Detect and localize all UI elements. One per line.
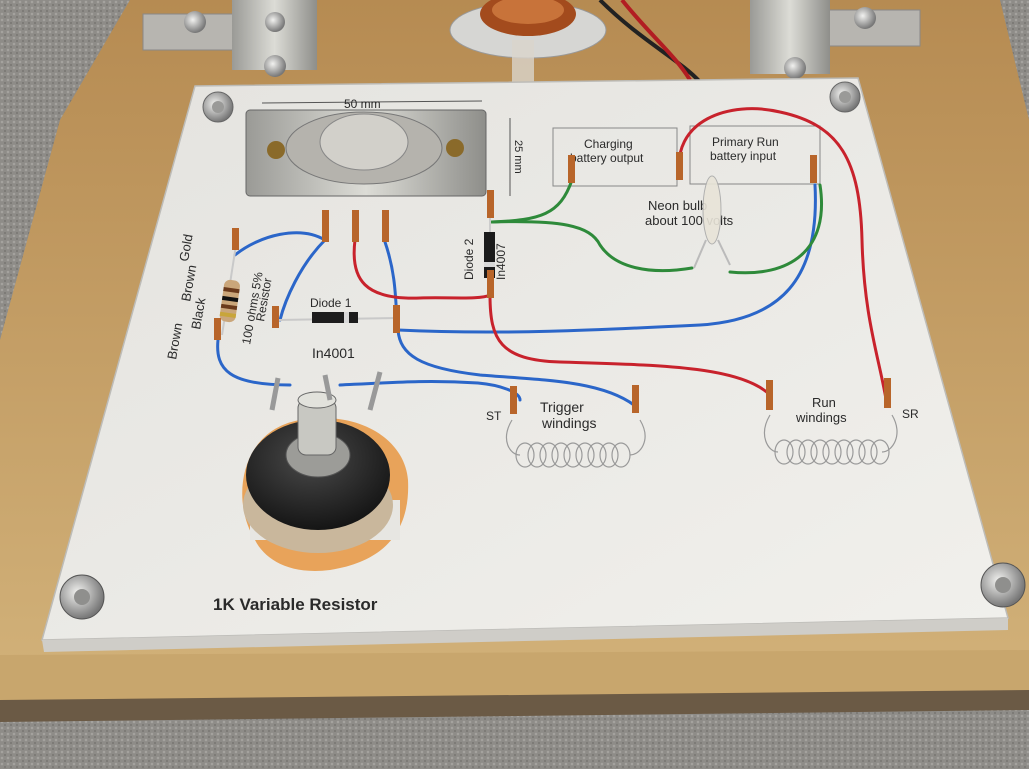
wire-blue	[396, 183, 817, 334]
wire-blue	[278, 238, 327, 322]
band-label-brown-2: Brown	[178, 264, 199, 303]
coil-lead-wires	[598, 0, 702, 84]
terminal-pin	[676, 152, 683, 180]
neon-bulb-label-1: Neon bulb	[648, 198, 707, 213]
trigger-label-2: windings	[541, 415, 596, 431]
run-label-2: windings	[795, 410, 847, 425]
resistor-band-brown-2	[220, 303, 238, 311]
primary-label-1: Primary Run	[712, 135, 779, 149]
bracket-bolt-icon	[784, 57, 806, 79]
dimension-width-label: 50 mm	[344, 97, 381, 111]
dimension-line-width	[261, 100, 483, 104]
plate-screw-icon	[267, 141, 285, 159]
circuit-board-edge	[42, 618, 1008, 652]
wire-blue	[216, 338, 292, 387]
trigger-label-1: Trigger	[540, 399, 584, 415]
sr-label: SR	[902, 407, 919, 421]
neon-bulb-lead	[717, 239, 731, 266]
bracket-bolt-icon	[184, 11, 206, 33]
corner-nut-bottom-left	[59, 574, 105, 620]
wiring	[216, 107, 889, 407]
wooden-base-front-shadow	[0, 690, 1029, 722]
corner-nut-top-left	[202, 91, 234, 123]
bracket-bolt-icon	[265, 12, 285, 32]
terminal-pin	[272, 306, 279, 328]
diode-1	[312, 312, 358, 323]
wire-red	[677, 107, 889, 407]
potentiometer-lug	[367, 371, 383, 411]
diode-2-band	[484, 262, 495, 267]
terminal-pin	[382, 210, 389, 242]
terminal-pin	[884, 378, 891, 408]
copper-coil-highlight	[492, 0, 564, 24]
wire-green	[728, 183, 823, 275]
band-label-gold: Gold	[176, 233, 196, 263]
terminal-pin	[487, 190, 494, 218]
power-transistor-can	[319, 113, 409, 171]
resistor-band-gold	[219, 311, 237, 318]
neon-bulb-lead	[693, 239, 707, 269]
terminal-pin	[232, 228, 239, 250]
circuit-board	[41, 77, 1009, 641]
terminal-pin	[810, 155, 817, 183]
plate-screw-icon	[446, 139, 464, 157]
trigger-windings-coil	[506, 419, 646, 468]
diode-1-band	[344, 312, 349, 323]
charging-label-1: Charging	[584, 137, 633, 151]
terminal-pin	[487, 270, 494, 298]
terminal-pin	[568, 155, 575, 183]
resistor-band-brown	[223, 287, 240, 294]
wire-blue	[233, 231, 327, 257]
charging-label-2: battery output	[570, 151, 644, 165]
diode-1-name: Diode 1	[310, 296, 352, 310]
potentiometer-lug	[322, 374, 333, 401]
primary-box	[689, 125, 821, 185]
band-label-black: Black	[188, 296, 208, 330]
potentiometer-lug	[269, 377, 281, 411]
primary-label-2: battery input	[710, 149, 777, 163]
dimension-height-label: 25 mm	[512, 140, 524, 174]
corner-nut-top-right	[829, 81, 861, 113]
diode-2	[484, 232, 495, 278]
diode-2-part: In4007	[494, 243, 508, 280]
potentiometer-shaft-top	[297, 391, 337, 409]
run-windings-coil	[764, 414, 898, 465]
band-label-brown-1: Brown	[164, 322, 185, 361]
corner-nut-bottom-right	[980, 562, 1026, 608]
run-label-1: Run	[812, 395, 836, 410]
diode-2-name: Diode 2	[462, 238, 476, 280]
terminal-pins	[214, 152, 891, 414]
terminal-pin	[322, 210, 329, 242]
terminal-pin	[632, 385, 639, 413]
st-label: ST	[486, 409, 502, 423]
wire-red	[488, 293, 772, 397]
terminal-pin	[214, 318, 221, 340]
neon-bulb	[702, 175, 722, 245]
diode-1-part: In4001	[312, 345, 355, 361]
terminal-pin	[766, 380, 773, 410]
wire-red	[352, 238, 492, 300]
wire-green	[490, 220, 694, 273]
resistor-band-black	[221, 295, 239, 303]
terminal-pin	[393, 305, 400, 333]
coil-lead-wire-red	[620, 0, 692, 82]
variable-resistor-label: 1K Variable Resistor	[213, 595, 378, 614]
bracket-bolt-icon	[264, 55, 286, 77]
terminal-pin	[510, 386, 517, 414]
terminal-pin	[352, 210, 359, 242]
bracket-bolt-icon	[854, 7, 876, 29]
